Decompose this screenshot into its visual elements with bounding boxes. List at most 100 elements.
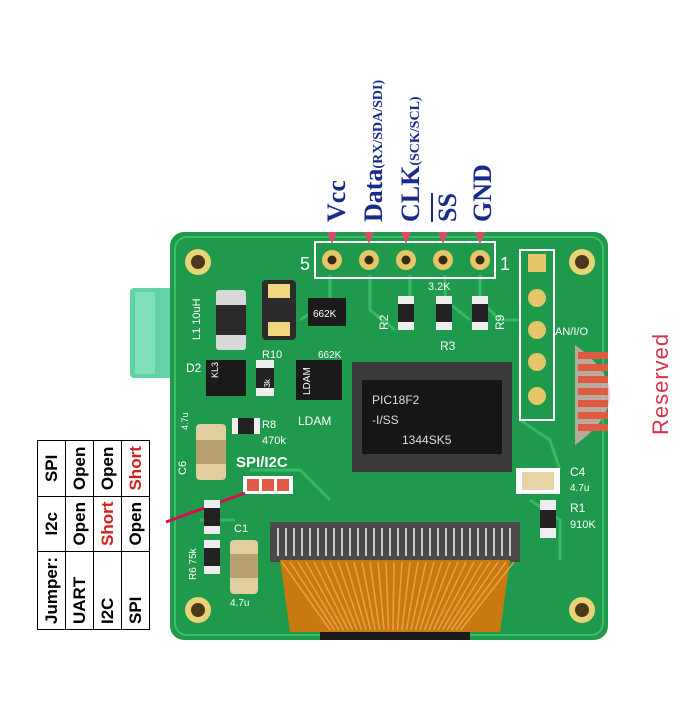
side-pad-outline <box>519 249 555 421</box>
c6-label: C6 <box>177 461 189 475</box>
r10-label: R10 <box>262 349 282 361</box>
ldam-chip-code: LDAM <box>302 367 313 395</box>
flex-trace <box>281 561 331 631</box>
c6-value: 4.7u <box>180 412 190 430</box>
flex-trace <box>455 561 507 631</box>
capacitor-c4 <box>522 472 554 490</box>
flex-trace <box>353 561 372 631</box>
mcu-line3: 1344SK5 <box>402 433 452 447</box>
pin-label-ss: SS <box>433 193 462 222</box>
spi-i2c-label: SPI/I2C <box>236 454 288 471</box>
flex-trace <box>432 561 467 631</box>
transistor <box>308 298 346 326</box>
pin-arrows <box>327 232 485 244</box>
resistors-bottom-left <box>204 500 220 574</box>
capacitor-c6-band <box>196 440 226 464</box>
side-module-highlight <box>135 292 155 374</box>
pin-number-5: 5 <box>300 254 310 274</box>
header-pins <box>322 250 490 270</box>
d2-code: KL3 <box>210 362 220 378</box>
resistor-r10-body <box>256 368 274 388</box>
flex-trace <box>289 561 336 631</box>
flex-trace <box>313 561 349 631</box>
flex-trace <box>321 561 354 631</box>
flex-connector-pins <box>277 528 511 556</box>
flex-trace <box>428 561 459 631</box>
jumper-cell: Open <box>93 440 122 497</box>
jumper-cell: Open <box>65 496 94 552</box>
inductor-pad-top <box>268 284 290 298</box>
jumper-cell: SPI <box>121 551 150 630</box>
flex-trace <box>441 561 483 631</box>
resistor-r8-body <box>238 418 254 434</box>
jumper-cell: I2C <box>93 551 122 630</box>
r1-value: 910K <box>570 519 596 531</box>
r2-label: R2 <box>377 314 391 330</box>
flex-trace <box>446 561 491 631</box>
pin-label-data: Data(RX/SDA/SDI) <box>359 79 388 222</box>
flex-trace <box>361 561 376 631</box>
pin-number-1: 1 <box>500 254 510 274</box>
flex-trace <box>396 561 403 631</box>
jumper-cell: Short <box>121 440 150 497</box>
pin-label-vcc: Vcc <box>322 180 351 222</box>
r6-label: R6 75k <box>188 547 199 580</box>
flex-trace <box>297 561 340 631</box>
flex-trace <box>329 561 358 631</box>
flex-trace <box>450 561 499 631</box>
jumper-cell: Open <box>65 440 94 497</box>
flex-trace <box>337 561 363 631</box>
display-edge <box>320 632 470 640</box>
mcu-line2: -I/SS <box>372 413 399 427</box>
r10-value: 33k <box>263 378 272 392</box>
side-pads <box>528 254 546 405</box>
r3-label: R3 <box>440 339 456 353</box>
mcu-chip <box>362 380 502 454</box>
flex-trace <box>419 561 443 631</box>
jumper-cell: Short <box>93 496 122 552</box>
reserved-pads <box>578 352 608 431</box>
transistor-label: 662K <box>318 350 342 361</box>
c1-label: C1 <box>234 523 248 535</box>
resistor-r1-body <box>540 510 556 528</box>
inductor-label: L1 10uH <box>191 298 203 340</box>
flex-trace <box>385 561 390 631</box>
r1-label: R1 <box>570 501 586 515</box>
r9-label: R9 <box>493 314 507 330</box>
flex-trace <box>392 561 395 631</box>
ldam-label: LDAM <box>298 414 331 428</box>
flex-trace <box>401 561 411 631</box>
capacitor-c1-band <box>230 554 258 578</box>
r8-label: R8 <box>262 419 276 431</box>
flex-trace <box>377 561 385 631</box>
pin-label-gnd: GND <box>468 164 497 222</box>
jumper-cell: UART <box>65 551 94 630</box>
jumper-cell: Jumper: <box>37 551 66 630</box>
flex-trace <box>459 561 515 631</box>
flex-trace <box>369 561 381 631</box>
header-outline <box>314 241 496 279</box>
reserved-label: Reserved <box>648 332 673 435</box>
capacitor-large-body <box>216 305 246 335</box>
pin-label-clk: CLK(SCK/SCL) <box>396 96 425 222</box>
flex-trace <box>414 561 435 631</box>
flex-connector-header <box>270 522 520 562</box>
jumper-pads <box>247 479 289 491</box>
flex-trace <box>345 561 367 631</box>
flex-trace <box>410 561 427 631</box>
jumper-cell: I2c <box>37 496 66 552</box>
r-value-label: 3.2K <box>428 281 451 293</box>
flex-trace <box>423 561 451 631</box>
jumper-cell: Open <box>121 496 150 552</box>
r8-value: 470k <box>262 435 286 447</box>
c4-value: 4.7u <box>570 483 589 494</box>
jumper-cell: SPI <box>37 440 66 497</box>
mounting-holes <box>185 249 595 623</box>
flex-trace <box>305 561 345 631</box>
